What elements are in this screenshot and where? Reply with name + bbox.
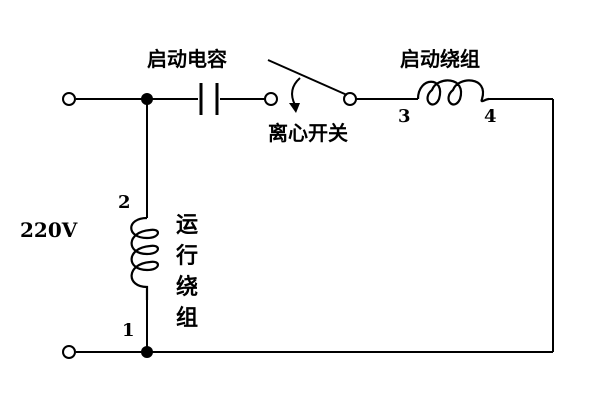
- terminals: [62, 92, 357, 359]
- junction-bottom: [141, 346, 153, 358]
- wires: [76, 98, 554, 353]
- terminal-4-label: 4: [484, 106, 497, 127]
- start-capacitor-label: 启动电容: [147, 47, 227, 71]
- switch-contact-left: [264, 92, 278, 106]
- switch-curved-arrow: [291, 77, 301, 106]
- terminal-3-label: 3: [398, 106, 411, 127]
- centrifugal-switch: [267, 59, 348, 113]
- terminal-2-label: 2: [118, 192, 131, 213]
- run-winding-coil-path: [130, 216, 159, 300]
- centrifugal-switch-label: 离心开关: [268, 121, 348, 145]
- junction-top: [141, 93, 153, 105]
- arrow-head: [289, 103, 300, 113]
- switch-contact-right: [343, 92, 357, 106]
- terminal-bottom-left: [62, 345, 76, 359]
- run-winding-label-char-1: 运: [176, 212, 198, 238]
- terminal-1-label: 1: [122, 320, 135, 341]
- voltage-label: 220V: [20, 218, 78, 242]
- start-winding-coil-path: [416, 79, 490, 106]
- run-winding-coil: [130, 216, 159, 300]
- run-winding-label-char-3: 绕: [176, 274, 198, 300]
- run-winding-label-char-4: 组: [176, 305, 198, 331]
- start-winding-label: 启动绕组: [400, 47, 480, 71]
- start-winding-coil: [416, 79, 490, 106]
- start-capacitor: [199, 83, 219, 115]
- run-winding-label-char-2: 行: [175, 243, 198, 269]
- switch-blade: [267, 59, 348, 96]
- terminal-top-left: [62, 92, 76, 106]
